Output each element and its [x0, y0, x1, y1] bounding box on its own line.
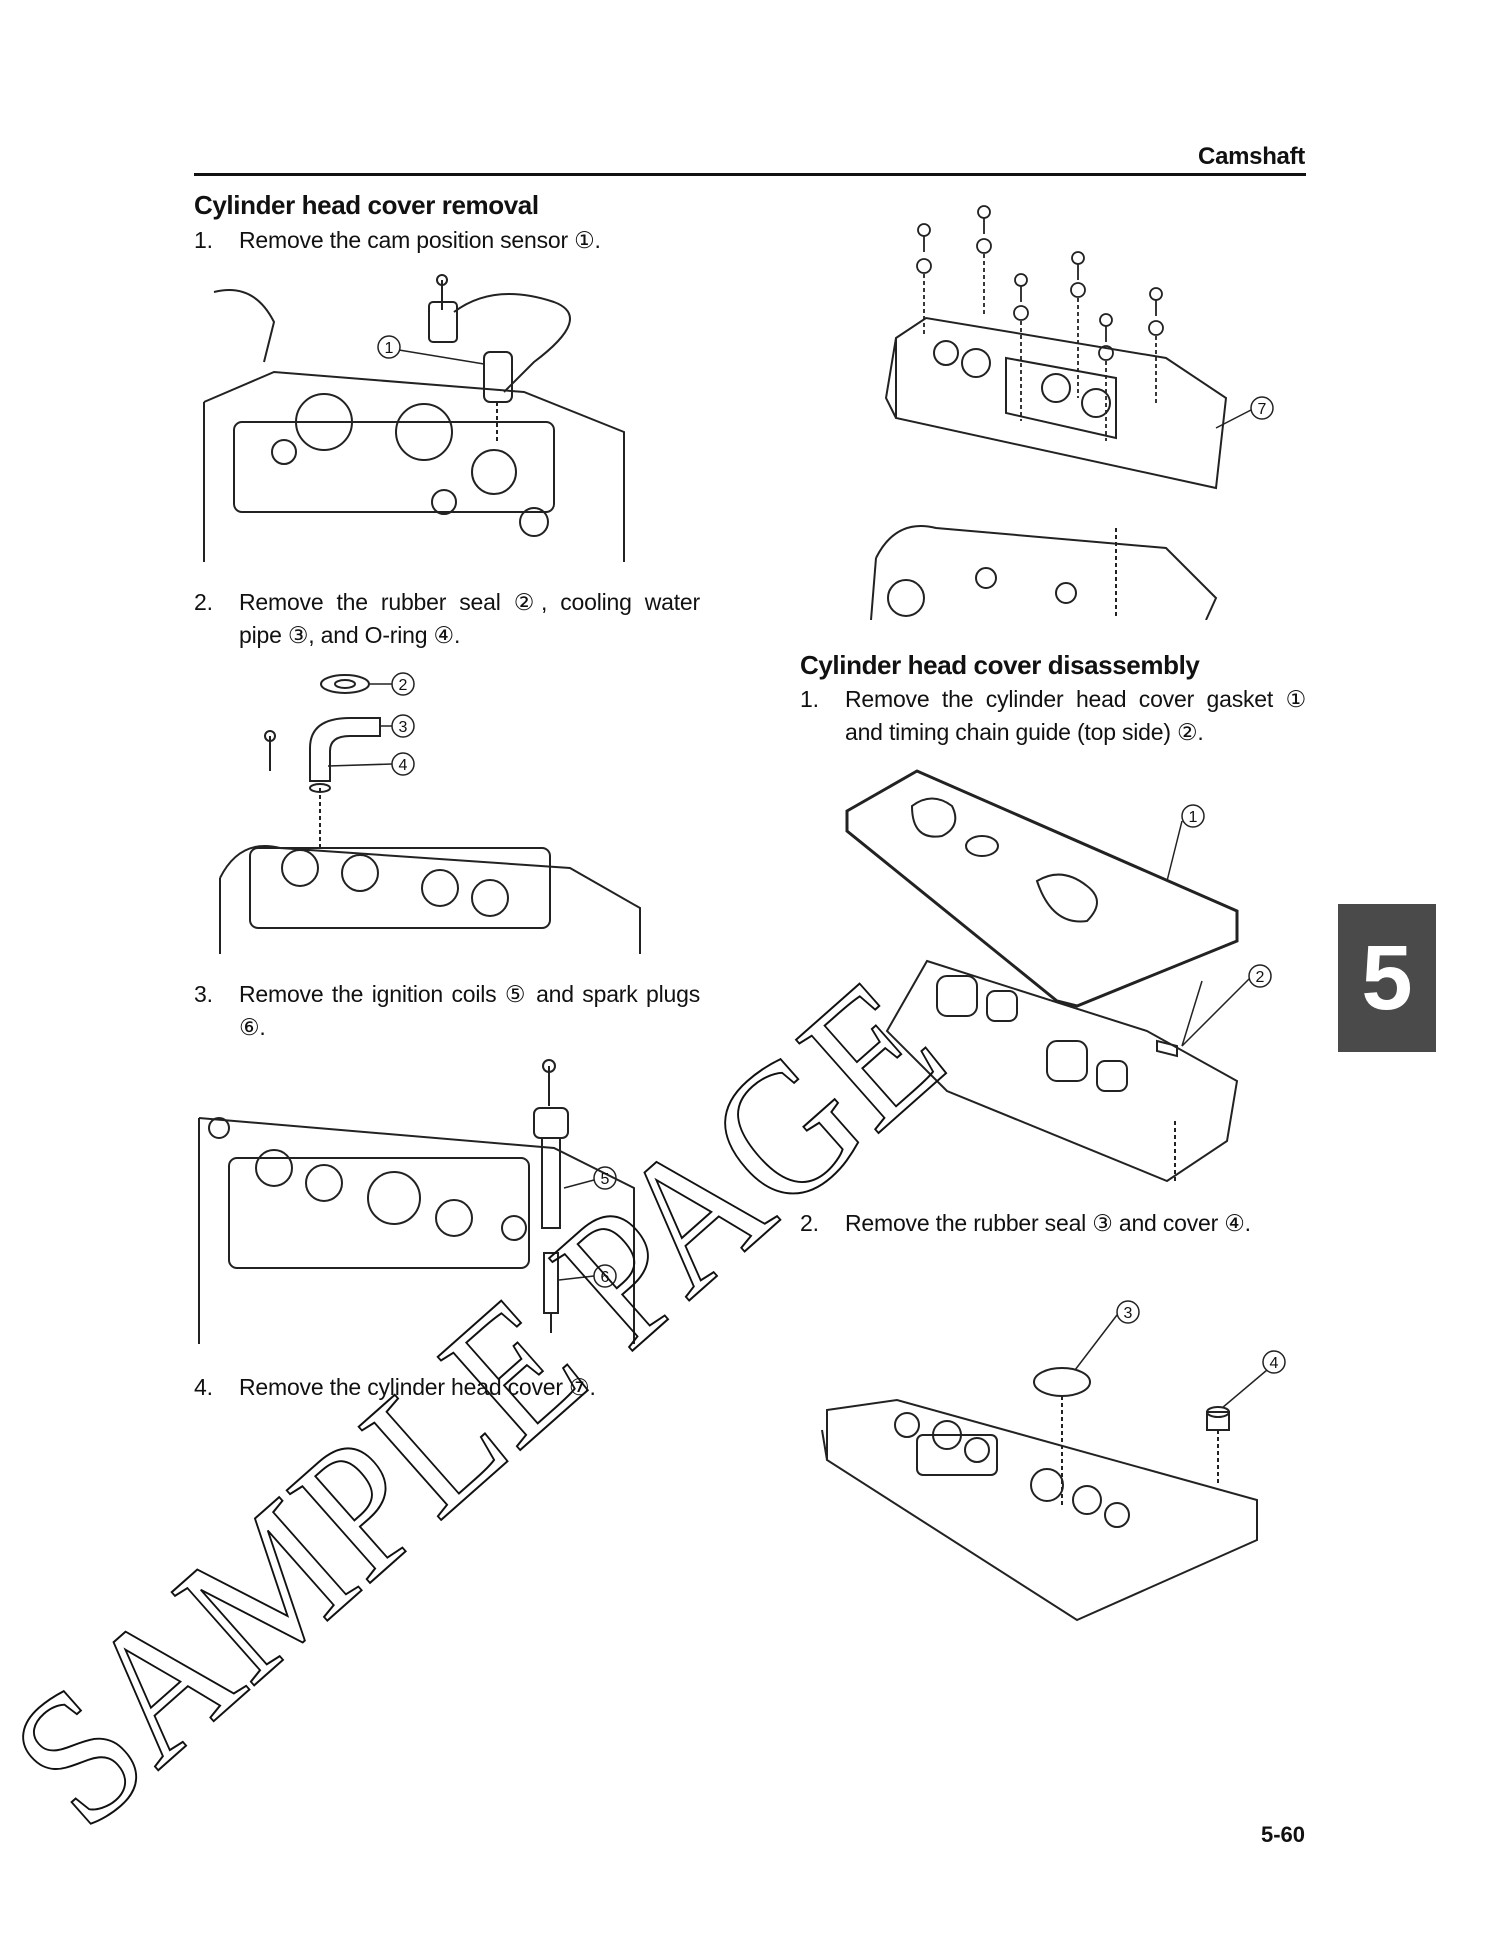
figure-cam-position-sensor: 1 — [194, 272, 638, 564]
figure-gasket-chain-guide: 1 2 — [817, 761, 1287, 1189]
callout-7: 7 — [1258, 401, 1267, 418]
step-4-left: 4. Remove the cylinder head cover ⑦. — [194, 1371, 794, 1404]
step-2-left: 2. Remove the rubber seal ②, cooling wat… — [194, 586, 700, 652]
step-1-left: 1. Remove the cam position sensor ①. — [194, 224, 704, 257]
step-number: 4. — [194, 1374, 213, 1400]
heading-cover-removal: Cylinder head cover removal — [194, 190, 539, 220]
callout-3: 3 — [1124, 1305, 1133, 1322]
step-text: Remove the rubber seal ②, cooling water … — [239, 589, 700, 648]
step-2-right: 2. Remove the rubber seal ③ and cover ④. — [800, 1207, 1360, 1240]
heading-cover-disassembly: Cylinder head cover disassembly — [800, 650, 1200, 680]
step-text: Remove the cylinder head cover gasket ① … — [845, 686, 1306, 745]
step-number: 2. — [800, 1210, 819, 1236]
step-number: 1. — [194, 227, 213, 253]
callout-5: 5 — [601, 1171, 610, 1188]
figure-rubber-seal-cover: 3 4 — [817, 1300, 1287, 1622]
step-text: Remove the cylinder head cover ⑦. — [239, 1374, 596, 1400]
step-3-left: 3. Remove the ignition coils ⑤ and spark… — [194, 978, 700, 1044]
figure-ignition-coils: 5 6 — [194, 1058, 638, 1344]
step-number: 2. — [194, 589, 213, 615]
callout-4: 4 — [1270, 1355, 1279, 1372]
step-text: Remove the ignition coils ⑤ and spark pl… — [239, 981, 700, 1040]
callout-1: 1 — [1189, 809, 1198, 826]
figure-cylinder-head-cover: 7 — [866, 198, 1286, 621]
step-1-right: 1. Remove the cylinder head cover gasket… — [800, 683, 1306, 749]
callout-2: 2 — [1256, 969, 1265, 986]
step-text: Remove the rubber seal ③ and cover ④. — [845, 1210, 1251, 1236]
callout-1: 1 — [385, 340, 394, 357]
section-title: Camshaft — [1198, 143, 1305, 170]
header-rule — [194, 173, 1306, 176]
step-number: 1. — [800, 686, 819, 712]
figure-water-pipe: 2 3 4 — [210, 668, 644, 954]
callout-3: 3 — [399, 719, 408, 736]
page-number: 5-60 — [1260, 1822, 1305, 1847]
step-number: 3. — [194, 981, 213, 1007]
callout-6: 6 — [601, 1269, 610, 1286]
callout-2: 2 — [399, 677, 408, 694]
step-text: Remove the cam position sensor ①. — [239, 227, 601, 253]
chapter-tab: 5 — [1338, 904, 1436, 1052]
callout-4: 4 — [399, 757, 408, 774]
